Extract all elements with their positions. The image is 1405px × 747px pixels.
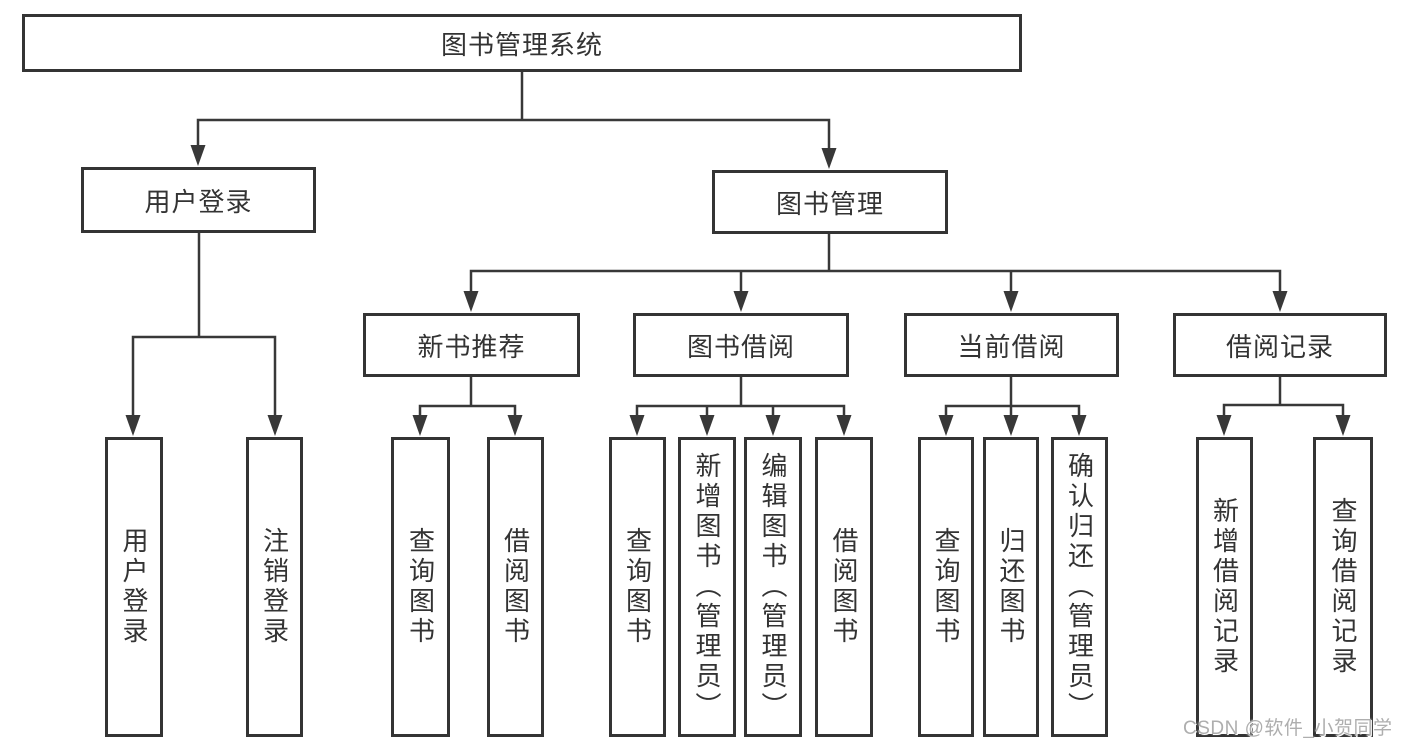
leaf-logout: 注销登录 bbox=[246, 437, 303, 737]
arrow-down-icon bbox=[412, 415, 428, 436]
arrow-down-icon bbox=[821, 148, 837, 169]
leaf-borrow-books-recommend: 借阅图书 bbox=[487, 437, 544, 737]
leaf-return-books: 归还图书 bbox=[983, 437, 1039, 737]
arrow-down-icon bbox=[1272, 291, 1288, 312]
arrow-down-icon bbox=[765, 415, 781, 436]
node-borrow-records: 借阅记录 bbox=[1173, 313, 1387, 377]
csdn-watermark: CSDN @软件_小贺同学 bbox=[1183, 718, 1393, 739]
arrow-down-icon bbox=[125, 415, 141, 436]
arrow-down-icon bbox=[507, 415, 523, 436]
leaf-add-borrow-record: 新增借阅记录 bbox=[1196, 437, 1253, 737]
leaf-edit-books-admin: 编辑图书（管理员） bbox=[744, 437, 802, 737]
arrow-down-icon bbox=[1003, 415, 1019, 436]
arrow-down-icon bbox=[836, 415, 852, 436]
arrow-down-icon bbox=[190, 145, 206, 166]
arrow-down-icon bbox=[1335, 415, 1351, 436]
arrow-down-icon bbox=[463, 291, 479, 312]
leaf-borrow-books: 借阅图书 bbox=[815, 437, 873, 737]
arrow-down-icon bbox=[267, 415, 283, 436]
node-book-management: 图书管理 bbox=[712, 170, 948, 234]
leaf-query-borrow-record: 查询借阅记录 bbox=[1313, 437, 1373, 737]
node-book-borrowing: 图书借阅 bbox=[633, 313, 849, 377]
leaf-add-books-admin: 新增图书（管理员） bbox=[678, 437, 736, 737]
node-current-borrowing: 当前借阅 bbox=[904, 313, 1119, 377]
leaf-query-books-borrowing: 查询图书 bbox=[609, 437, 666, 737]
arrow-down-icon bbox=[1003, 291, 1019, 312]
node-user-login: 用户登录 bbox=[81, 167, 316, 233]
leaf-query-books-current: 查询图书 bbox=[918, 437, 974, 737]
arrow-down-icon bbox=[1216, 415, 1232, 436]
leaf-confirm-return-admin: 确认归还（管理员） bbox=[1051, 437, 1108, 737]
arrow-down-icon bbox=[629, 415, 645, 436]
leaf-user-login: 用户登录 bbox=[105, 437, 163, 737]
node-root-library-system: 图书管理系统 bbox=[22, 14, 1022, 72]
arrow-down-icon bbox=[733, 291, 749, 312]
node-new-book-recommend: 新书推荐 bbox=[363, 313, 580, 377]
leaf-query-books-recommend: 查询图书 bbox=[391, 437, 450, 737]
arrow-down-icon bbox=[1071, 415, 1087, 436]
arrow-down-icon bbox=[938, 415, 954, 436]
arrow-down-icon bbox=[699, 415, 715, 436]
